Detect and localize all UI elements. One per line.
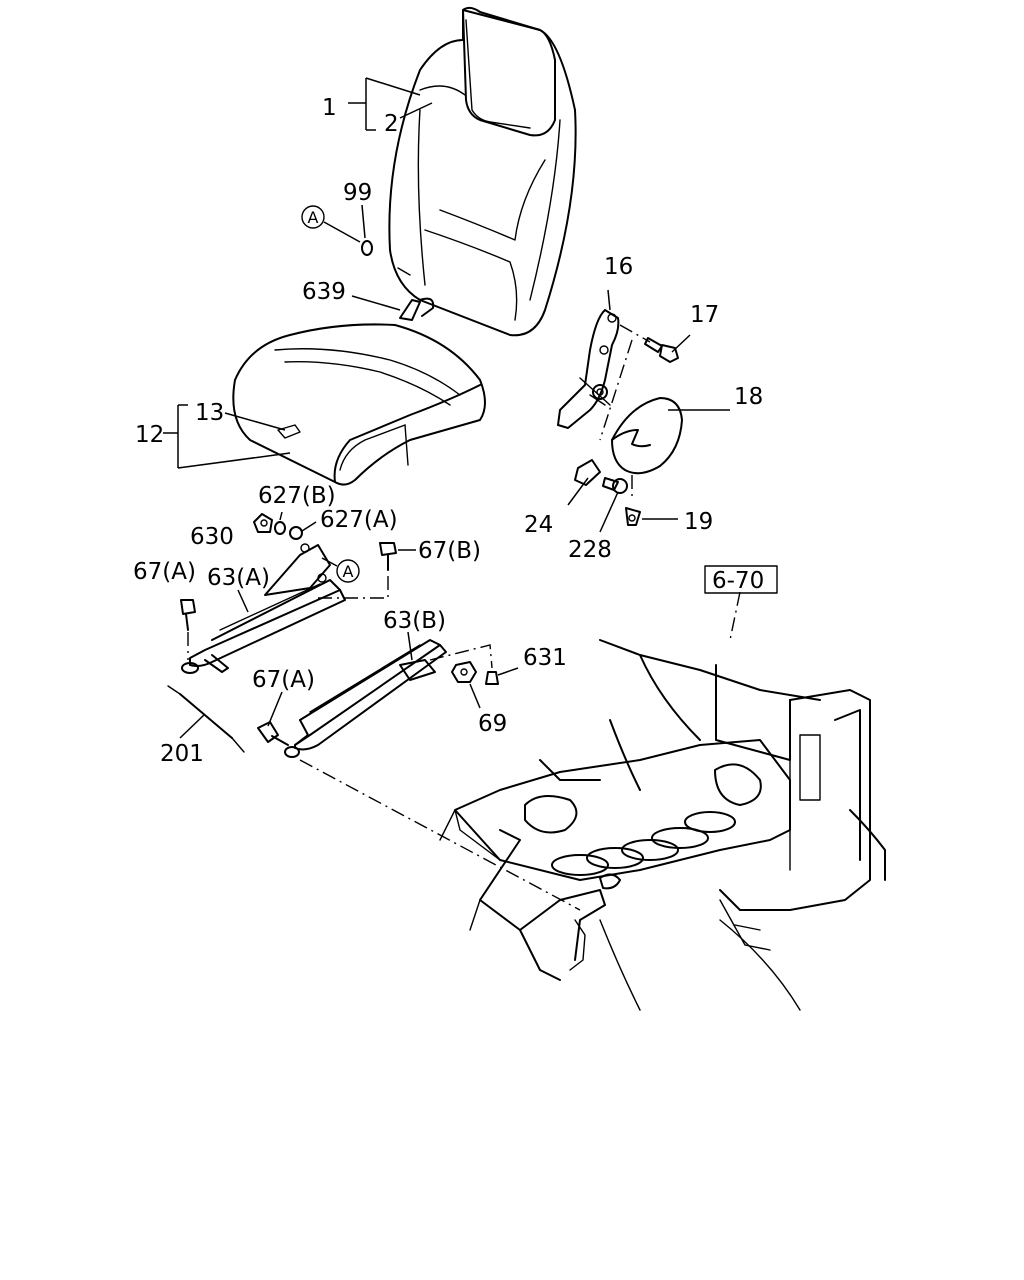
centerline-16 (599, 339, 633, 441)
seat-cushion (232, 323, 486, 486)
link-line-ref (729, 591, 741, 641)
callout-67a-top: 67(A) (133, 559, 196, 585)
clip-19 (625, 507, 678, 526)
callout-639: 639 (302, 279, 346, 305)
seat-back (388, 6, 577, 337)
callout-228: 228 (568, 537, 612, 563)
cab-floor (439, 639, 886, 1011)
callout-16: 16 (604, 254, 633, 280)
screw-631 (485, 667, 519, 685)
callout-2: 2 (384, 111, 399, 137)
callout-69: 69 (478, 711, 507, 737)
nut-630 (253, 513, 273, 533)
callout-99: 99 (343, 180, 372, 206)
callout-13: 13 (195, 400, 224, 426)
callout-18: 18 (734, 384, 763, 410)
washer-627b (274, 511, 286, 535)
bolt-67a-top (180, 599, 196, 660)
bolt-67b (379, 542, 416, 571)
bolt-67a-bottom (257, 691, 289, 746)
ref-marker-a-top-label: A (308, 208, 319, 227)
callout-67a-bottom: 67(A) (252, 667, 315, 693)
knob-24 (567, 459, 601, 506)
washer-627a (289, 521, 317, 540)
callout-631: 631 (523, 645, 567, 671)
slide-rail-63a (181, 543, 389, 674)
recliner-bracket (557, 289, 651, 429)
slide-rail-63b (284, 631, 493, 758)
callout-67b: 67(B) (418, 538, 481, 564)
bracket-639 (351, 295, 435, 321)
callout-1: 1 (322, 95, 337, 121)
washer-99 (361, 204, 373, 256)
callout-627a: 627(A) (320, 507, 398, 533)
callout-19: 19 (684, 509, 713, 535)
side-cover (611, 397, 730, 500)
wire-harness-201 (167, 685, 245, 753)
callout-201: 201 (160, 741, 204, 767)
reference-box (704, 565, 778, 594)
callout-63b: 63(B) (383, 608, 446, 634)
callout-63a: 63(A) (207, 565, 270, 591)
bolt-17 (644, 334, 691, 363)
ref-marker-a-mid (336, 559, 360, 583)
link-line-floor (299, 759, 581, 911)
callout-627b: 627(B) (258, 483, 336, 509)
callout-17: 17 (690, 302, 719, 328)
reference-box-label: 6-70 (712, 568, 764, 594)
callout-630: 630 (190, 524, 234, 550)
nut-69 (451, 661, 481, 709)
ref-marker-a-top (301, 205, 325, 229)
callout-12: 12 (135, 422, 164, 448)
screw-228 (599, 477, 628, 533)
callouts: 1 2 99 639 12 13 16 17 18 19 24 228 627(… (133, 77, 778, 767)
callout-24: 24 (524, 512, 553, 538)
ref-marker-a-mid-label: A (343, 562, 354, 581)
